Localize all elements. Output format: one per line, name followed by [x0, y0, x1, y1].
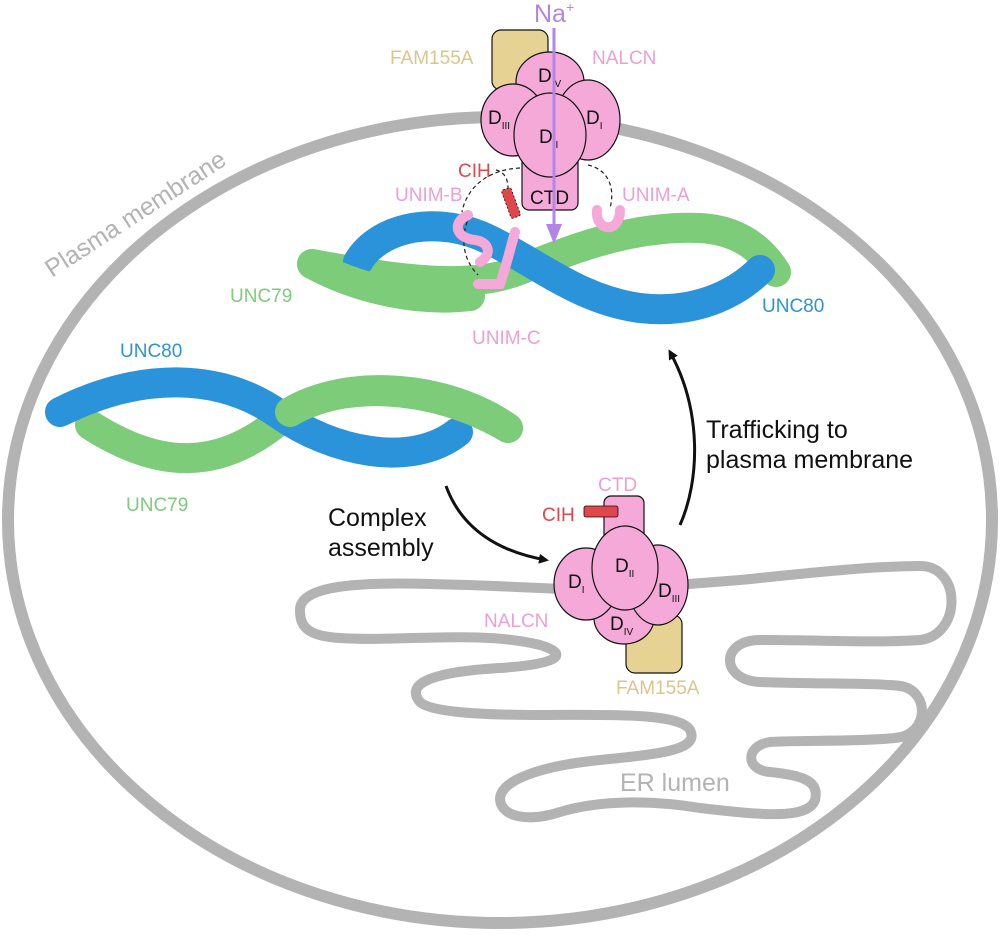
cih-label-er: CIH [542, 505, 575, 526]
domain-2-label-top: DII [539, 127, 558, 151]
unim-b-label: UNIM-B [395, 185, 463, 206]
trafficking-arrow [668, 349, 697, 526]
domain-2-er [591, 525, 659, 611]
unc79-strand-free-front [275, 376, 523, 443]
tether-unim-c [463, 214, 479, 276]
cih-block-top [501, 187, 521, 219]
unc79-label-free: UNC79 [126, 495, 188, 516]
sodium-label: Na+ [534, 0, 574, 28]
unim-a-label: UNIM-A [622, 185, 690, 206]
domain-4-label-top: DIV [538, 66, 562, 90]
er-lumen-label: ER lumen [620, 769, 730, 797]
complex-assembly-arrow [444, 485, 549, 564]
domain-2-label-er: DII [615, 556, 634, 580]
domain-3-label-top: DIII [488, 108, 510, 132]
er-membrane [295, 561, 957, 823]
fam155a-label-er: FAM155A [616, 678, 700, 699]
unc80-label-free: UNC80 [120, 341, 182, 362]
unc80-strand-top [343, 211, 775, 325]
sodium-arrowhead [546, 224, 562, 244]
cih-block-er [583, 505, 619, 518]
fam155a-label-top: FAM155A [390, 48, 474, 69]
tether-unim-b [461, 167, 521, 213]
domain-3-label-er: DIII [658, 581, 680, 605]
unc79-strand-top [297, 212, 791, 297]
nalcn-label-er: NALCN [484, 611, 548, 632]
tether-unim-a [587, 164, 613, 209]
unim-a-motif [591, 205, 625, 233]
domain-2-top [513, 92, 587, 178]
domain-1-label-er: DI [568, 572, 585, 596]
unim-c-label: UNIM-C [472, 328, 541, 349]
cih-label-top: CIH [458, 161, 491, 182]
plasma-membrane-label: Plasma membrane [40, 145, 231, 283]
domain-4-label-er: DIV [610, 614, 634, 638]
unc79-strand-top-front [297, 249, 485, 313]
nalcn-label-top: NALCN [592, 48, 656, 69]
cih-leader-top [495, 169, 509, 189]
domain-1-label-top: DI [586, 108, 603, 132]
ctd-label-er: CTD [598, 475, 637, 496]
unc80-label-top: UNC80 [762, 296, 824, 317]
unim-b-motif [452, 210, 493, 267]
ctd-label-top: CTD [530, 188, 569, 209]
unc79-label-top: UNC79 [230, 286, 292, 307]
unim-c-motif [473, 227, 520, 289]
